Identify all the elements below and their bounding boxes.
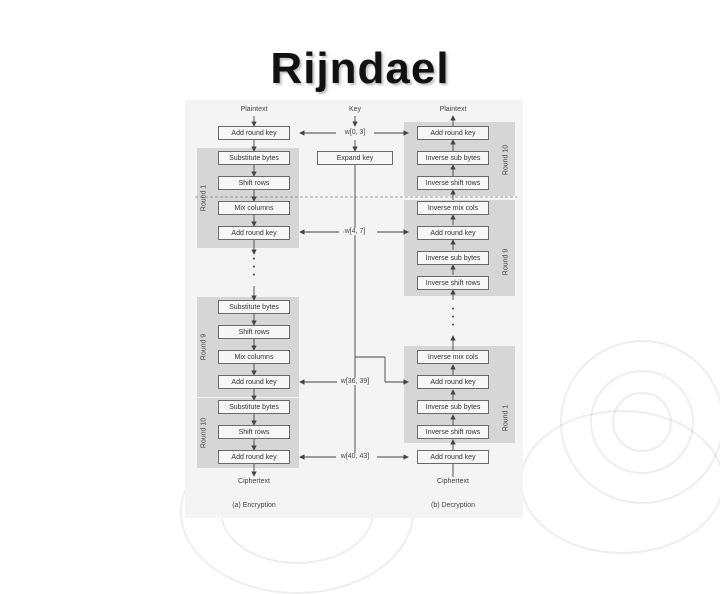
key-w36-39-label: w[36, 39] <box>339 378 371 385</box>
enc-r9-shift-rows: Shift rows <box>218 325 290 339</box>
encryption-caption: (a) Encryption <box>232 502 276 509</box>
rijndael-diagram: Plaintext Key Plaintext Add round key Su… <box>185 100 523 518</box>
dec-add-round-key-initial: Add round key <box>417 126 489 140</box>
enc-r10-add-round-key: Add round key <box>218 450 290 464</box>
dec-r9-inverse-mix-cols: Inverse mix cols <box>417 201 489 215</box>
enc-r9-add-round-key: Add round key <box>218 375 290 389</box>
dec-r9-add-round-key: Add round key <box>417 226 489 240</box>
dec-r10-inverse-shift-rows: Inverse shift rows <box>417 176 489 190</box>
enc-r10-substitute-bytes: Substitute bytes <box>218 400 290 414</box>
key-label: Key <box>348 106 362 113</box>
enc-r1-add-round-key: Add round key <box>218 226 290 240</box>
dec-ellipsis: ••• <box>451 306 455 329</box>
dec-r10-inverse-sub-bytes: Inverse sub bytes <box>417 151 489 165</box>
expand-key-block: Expand key <box>317 151 393 165</box>
enc-r9-mix-columns: Mix columns <box>218 350 290 364</box>
dec-r1-add-round-key: Add round key <box>417 375 489 389</box>
dec-r9-inverse-sub-bytes: Inverse sub bytes <box>417 251 489 265</box>
dec-r1-inverse-mix-cols: Inverse mix cols <box>417 350 489 364</box>
enc-ellipsis: ••• <box>252 256 256 279</box>
dec-r1-inverse-shift-rows: Inverse shift rows <box>417 425 489 439</box>
dec-r1-inverse-sub-bytes: Inverse sub bytes <box>417 400 489 414</box>
enc-plaintext-label: Plaintext <box>240 106 268 113</box>
enc-ciphertext-label: Ciphertext <box>238 478 270 485</box>
enc-r1-mix-columns: Mix columns <box>218 201 290 215</box>
dec-r9-inverse-shift-rows: Inverse shift rows <box>417 276 489 290</box>
enc-round10-label: Round 10 <box>200 417 208 449</box>
dec-round10-label: Round 10 <box>502 144 510 176</box>
decryption-caption: (b) Decryption <box>431 502 475 509</box>
enc-r10-shift-rows: Shift rows <box>218 425 290 439</box>
dec-ciphertext-label: Ciphertext <box>437 478 469 485</box>
enc-r9-substitute-bytes: Substitute bytes <box>218 300 290 314</box>
slide-title: Rijndael <box>270 44 450 93</box>
key-w4-7-label: w[4, 7] <box>343 228 367 235</box>
enc-round9-label: Round 9 <box>200 333 208 361</box>
enc-r1-substitute-bytes: Substitute bytes <box>218 151 290 165</box>
enc-r1-shift-rows: Shift rows <box>218 176 290 190</box>
dec-add-round-key-final: Add round key <box>417 450 489 464</box>
dec-round1-label: Round 1 <box>502 404 510 432</box>
enc-round1-label: Round 1 <box>200 184 208 212</box>
key-w40-43-label: w[40, 43] <box>339 453 371 460</box>
enc-add-round-key-initial: Add round key <box>218 126 290 140</box>
key-w0-3-label: w[0, 3] <box>343 129 367 136</box>
dec-round9-label: Round 9 <box>502 248 510 276</box>
dec-plaintext-label: Plaintext <box>439 106 467 113</box>
